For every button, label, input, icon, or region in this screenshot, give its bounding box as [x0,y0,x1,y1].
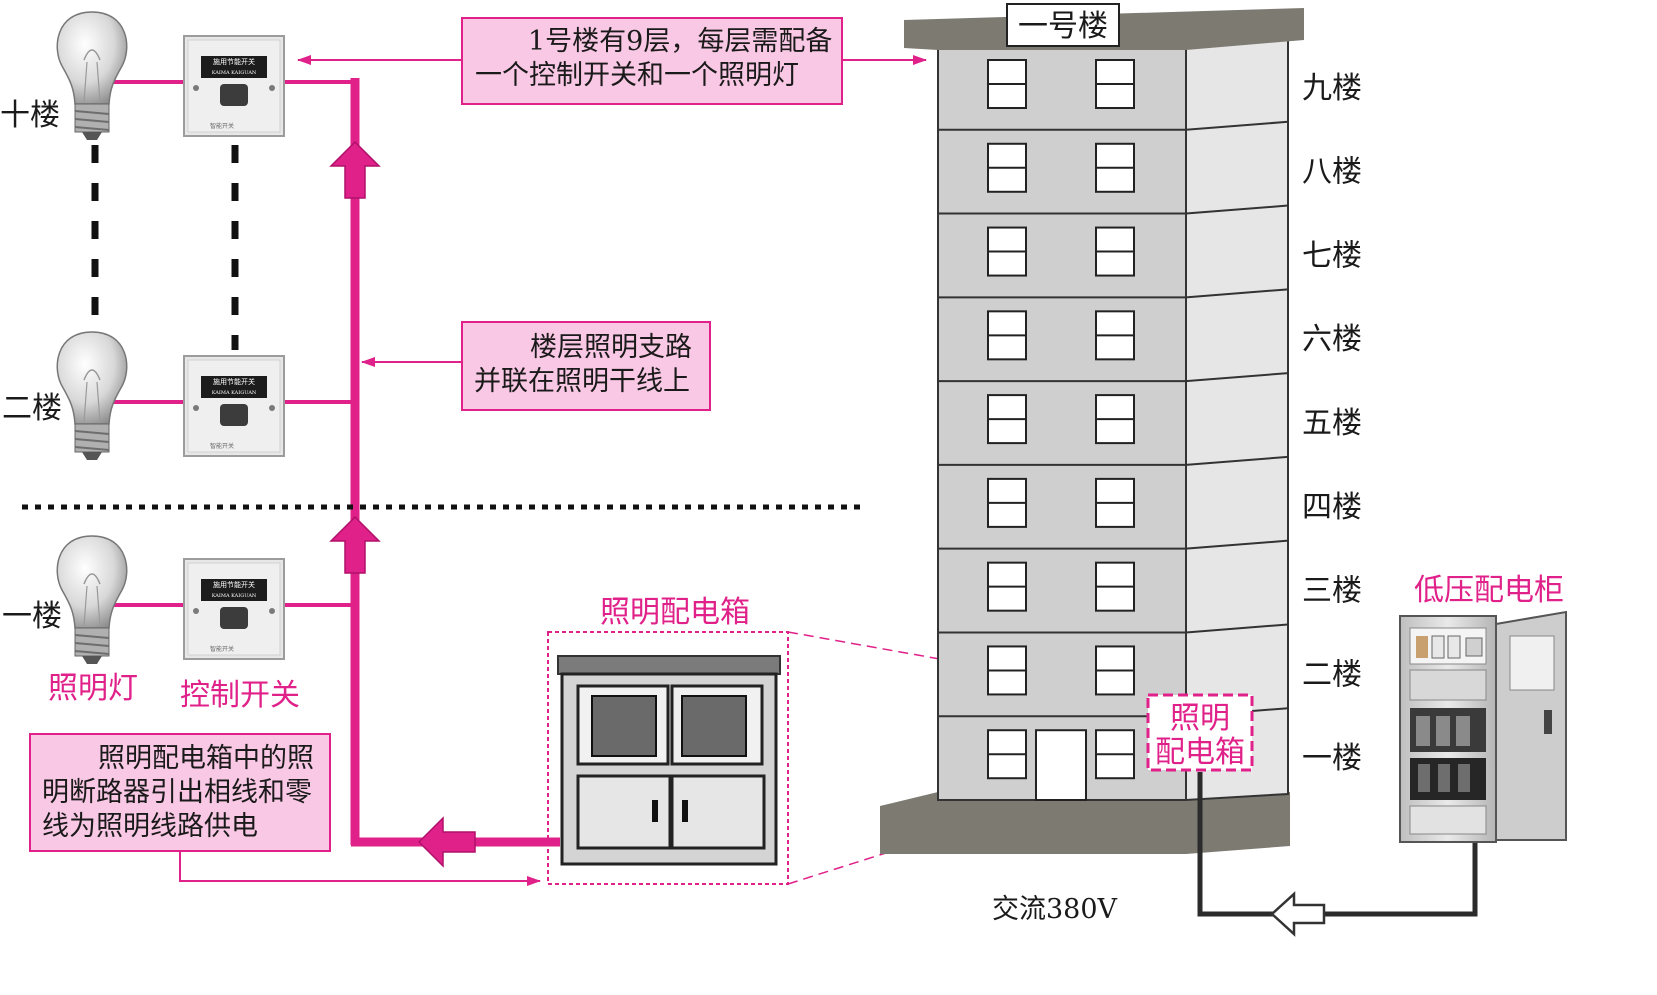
switch-plate-text: 智能开关 [210,122,234,130]
left-floor-label-top: 十楼 [0,98,60,133]
distribution-box-title: 照明配电箱 [600,595,750,630]
pointer-line [179,851,541,886]
floor-divider [1185,455,1289,466]
switch-plate-text: KAIMA KAIGUAN [212,70,257,76]
main-trunk-line [350,78,560,847]
building-box-callout: 照明 配电箱 [1146,693,1254,772]
switch-caption: 控制开关 [180,678,300,713]
building-floor-label: 三楼 [1302,574,1362,609]
switch-plate-text: 智能开关 [210,442,234,450]
supply-voltage-label: 交流380V [992,894,1118,925]
omitted-floors-dashes [91,145,239,350]
building-floor-label: 一楼 [1302,741,1362,776]
light-bulb-icon [56,331,128,461]
note-line: 照明配电箱中的照 [98,743,314,774]
arrow-icon [330,141,380,199]
switch-plate-text: 施用节能开关 [213,57,255,66]
building-floor-label: 七楼 [1302,238,1362,273]
cabinet-title: 低压配电柜 [1414,573,1564,608]
building-floor-label: 四楼 [1302,490,1362,525]
branch-wires [112,80,355,607]
light-bulb-icon [56,11,128,141]
distribution-cabinet-icon [1399,610,1567,843]
building-box-label: 照明 [1170,701,1230,736]
building-box-label: 配电箱 [1155,735,1245,770]
building: 一号楼 [880,3,1304,854]
light-bulb-icon [56,535,128,665]
note-line: 明断路器引出相线和零 [42,777,312,808]
wall-switch-icon: 施用节能开关 KAIMA KAIGUAN 智能开关 [183,35,285,137]
distribution-box-frame [547,631,789,885]
arrow-icon [1270,891,1326,937]
switch-plate-text: 施用节能开关 [213,580,255,589]
wall-switch-icon: 施用节能开关 KAIMA KAIGUAN 智能开关 [183,558,285,660]
left-floor-label-bottom: 一楼 [2,599,62,634]
note-line: 并联在照明干线上 [474,366,690,397]
building-floor-label: 二楼 [1302,657,1362,692]
distribution-box-icon [557,655,781,866]
note-line: 一个控制开关和一个照明灯 [475,60,799,91]
building-door [1035,729,1087,802]
lamp-caption: 照明灯 [48,671,138,706]
building-floor-label: 九楼 [1302,71,1362,106]
building-name: 一号楼 [1018,9,1108,44]
note-line: 线为照明线路供电 [42,811,258,842]
note-line: 1号楼有9层，每层需配备 [528,26,832,57]
floor-divider [1185,372,1289,383]
building-floor-label: 六楼 [1302,322,1362,357]
floor-divider [1185,120,1289,131]
left-floor-label-middle: 二楼 [2,391,62,426]
switch-plate-text: 智能开关 [210,645,234,653]
switch-plate-text: 施用节能开关 [213,377,255,386]
wall-switch-icon: 施用节能开关 KAIMA KAIGUAN 智能开关 [183,355,285,457]
arrow-icon [330,516,380,574]
floor-divider [1185,539,1289,550]
note-parallel-branch: 楼层照明支路 并联在照明干线上 [461,321,711,411]
note-line: 楼层照明支路 [530,332,692,363]
floor-divider [1185,288,1289,299]
building-floor-label: 五楼 [1302,406,1362,441]
switch-plate-text: KAIMA KAIGUAN [212,593,257,599]
note-floors-config: 1号楼有9层，每层需配备 一个控制开关和一个照明灯 [461,17,843,105]
switch-plate-text: KAIMA KAIGUAN [212,390,257,396]
building-floor-label: 八楼 [1302,155,1362,190]
feeder-wire [1197,772,1478,917]
floor-divider [1185,623,1289,634]
note-breaker-supply: 照明配电箱中的照 明断路器引出相线和零 线为照明线路供电 [29,733,331,852]
arrow-icon [418,817,476,867]
floor-divider [1185,204,1289,215]
